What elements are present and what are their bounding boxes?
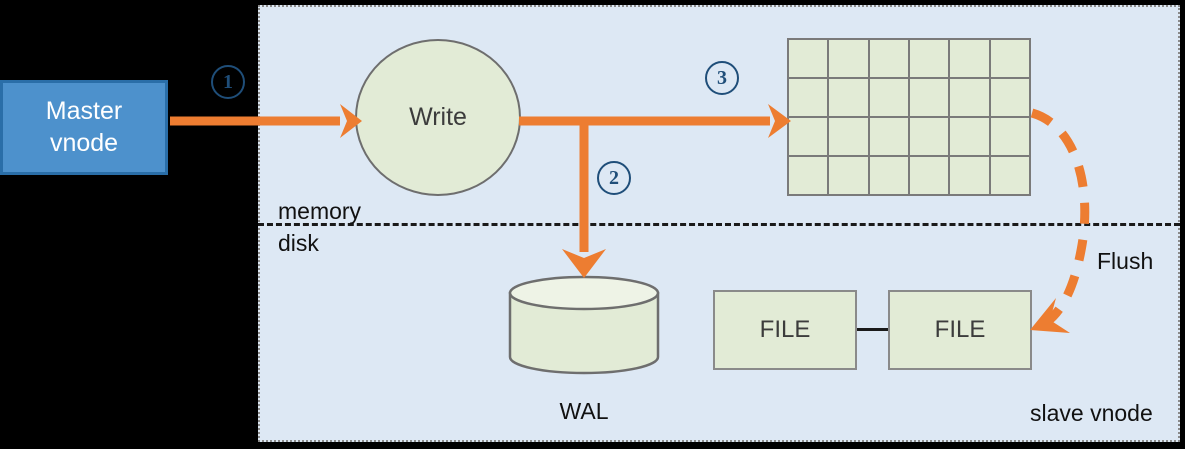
grid-cell bbox=[909, 40, 949, 77]
wal-cylinder[interactable] bbox=[508, 275, 660, 375]
memtable-grid bbox=[787, 38, 1031, 196]
memory-layer-label: memory bbox=[278, 198, 362, 224]
grid-cell bbox=[950, 40, 989, 77]
grid-cell bbox=[990, 157, 1029, 194]
grid-cell bbox=[789, 40, 828, 77]
grid-cell bbox=[869, 118, 908, 155]
memory-disk-divider bbox=[258, 223, 1180, 226]
flush-label: Flush bbox=[1097, 248, 1154, 274]
grid-cell bbox=[950, 118, 989, 155]
grid-cell bbox=[789, 79, 828, 116]
grid-cell bbox=[950, 157, 989, 194]
file-box-1-label: FILE bbox=[759, 316, 811, 343]
grid-cell bbox=[909, 157, 949, 194]
slave-vnode-label: slave vnode bbox=[1030, 400, 1153, 426]
grid-cell bbox=[869, 40, 908, 77]
write-node-label: Write bbox=[409, 103, 467, 131]
grid-cell bbox=[909, 79, 949, 116]
file-box-2-label: FILE bbox=[934, 316, 986, 343]
grid-cell bbox=[950, 79, 989, 116]
grid-cell bbox=[990, 40, 1029, 77]
file-box-2[interactable]: FILE bbox=[888, 290, 1032, 370]
disk-layer-label: disk bbox=[278, 230, 319, 256]
grid-cell bbox=[990, 79, 1029, 116]
step-marker-1: 1 bbox=[211, 65, 245, 99]
master-vnode-box[interactable]: Master vnode bbox=[0, 80, 168, 175]
file-connector-line bbox=[857, 328, 888, 331]
grid-cell bbox=[990, 118, 1029, 155]
step-marker-2: 2 bbox=[597, 161, 631, 195]
grid-cell bbox=[909, 118, 949, 155]
grid-cell bbox=[869, 157, 908, 194]
grid-cell bbox=[829, 118, 868, 155]
grid-cell bbox=[829, 40, 868, 77]
grid-cell bbox=[869, 79, 908, 116]
step-marker-3: 3 bbox=[705, 61, 739, 95]
wal-label: WAL bbox=[559, 398, 609, 424]
grid-cell bbox=[789, 157, 828, 194]
write-node[interactable]: Write bbox=[355, 39, 521, 196]
file-box-1[interactable]: FILE bbox=[713, 290, 857, 370]
master-vnode-label-line1: Master bbox=[45, 97, 123, 126]
grid-cell bbox=[829, 79, 868, 116]
grid-cell bbox=[829, 157, 868, 194]
master-vnode-label-line2: vnode bbox=[49, 128, 119, 157]
grid-cell bbox=[789, 118, 828, 155]
